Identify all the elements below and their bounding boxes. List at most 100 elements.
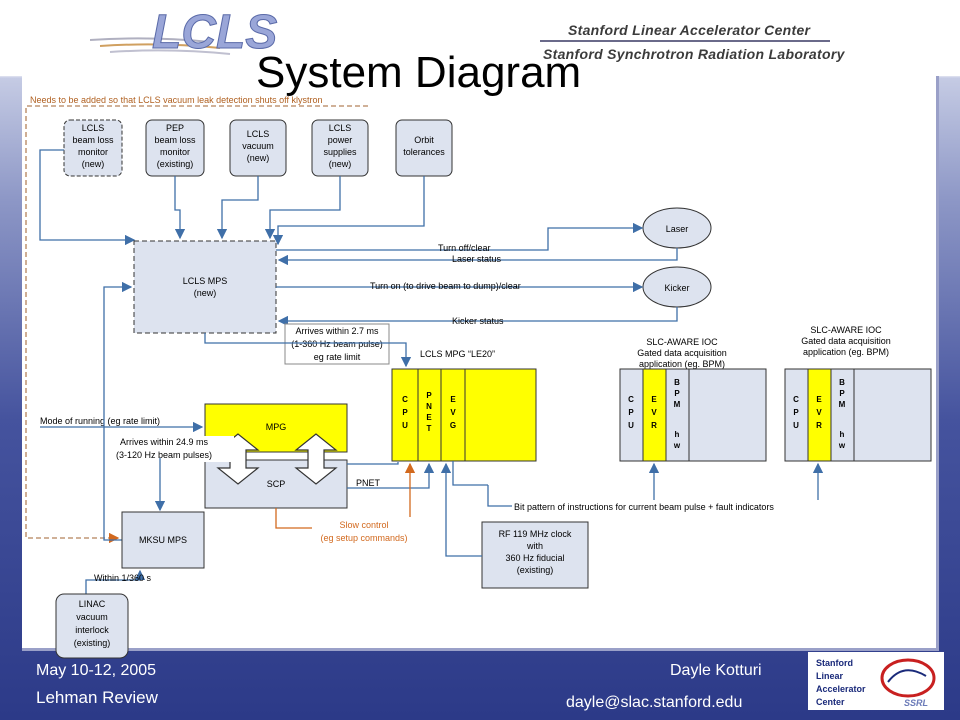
turn-on-label: Turn on (to drive beam to dump)/clear — [370, 281, 521, 291]
box-vac-l1: LCLS — [247, 129, 270, 139]
ioc1-crate: C P U E V R B P M h w — [619, 368, 767, 462]
scp-box: SCP — [204, 459, 348, 509]
le20-cpu-3: U — [402, 421, 408, 430]
mpg-label: MPG — [266, 422, 287, 432]
ioc1-h1: SLC-AWARE IOC — [646, 337, 718, 347]
ioc1-bpm-6: w — [673, 441, 681, 450]
rf-clock-box: RF 119 MHz clock with 360 Hz fiducial (e… — [481, 521, 589, 589]
header-rule — [540, 40, 830, 42]
box-pwr-l4: (new) — [329, 159, 352, 169]
laser-node: Laser — [642, 207, 712, 249]
ioc2-cpu-2: P — [793, 408, 799, 417]
vacuum-note: Needs to be added so that LCLS vacuum le… — [30, 95, 323, 105]
ioc2-evr-1: E — [816, 395, 822, 404]
rf-l3: 360 Hz fiducial — [505, 553, 564, 563]
ioc2-h3: application (eg. BPM) — [803, 347, 889, 357]
mode-running-label: Mode of running (eg rate limit) — [40, 416, 160, 426]
slow-control-box: Slow control (eg setup commands) — [312, 517, 416, 545]
ioc1-evr-2: V — [651, 408, 657, 417]
le20-pnet-2: N — [426, 402, 432, 411]
box-pwr-l2: power — [328, 135, 353, 145]
ioc2-cpu-1: C — [793, 395, 799, 404]
arr27-l3: eg rate limit — [314, 352, 361, 362]
mksu-to-mps-arrow — [103, 281, 133, 541]
arr249-l1: Arrives within 24.9 ms — [120, 437, 209, 447]
ioc2-evr-3: R — [816, 421, 822, 430]
box-pep-beam-loss-monitor: PEP beam loss monitor (existing) — [145, 119, 205, 177]
box-lcls-power-supplies: LCLS power supplies (new) — [311, 119, 369, 177]
ioc1-bpm-1: B — [674, 378, 680, 387]
mpg-le20-crate: C P U P N E T E V G — [391, 368, 537, 462]
ioc2-h1: SLC-AWARE IOC — [810, 325, 882, 335]
box-pep-l1: PEP — [166, 123, 184, 133]
le20-pnet-4: T — [427, 424, 432, 433]
ioc1-cpu-3: U — [628, 421, 634, 430]
le20-evg-2: V — [450, 408, 456, 417]
logo-stripes — [90, 37, 231, 55]
turn-off-label: Turn off/clear — [438, 243, 491, 253]
ioc2-bpm-5: h — [840, 430, 845, 439]
arr27-l2: (1-360 Hz beam pulse) — [291, 339, 383, 349]
page-title: System Diagram — [256, 48, 582, 97]
arr27-l1: Arrives within 2.7 ms — [295, 326, 379, 336]
ioc1-cpu-2: P — [628, 408, 634, 417]
rf-to-evg-arrow — [440, 462, 482, 557]
ssrl-tag: SSRL — [904, 698, 928, 708]
lab-name-2: Stanford Synchrotron Radiation Laborator… — [543, 46, 845, 62]
ioc2-bpm-3: M — [839, 400, 846, 409]
box-lcls-vacuum: LCLS vacuum (new) — [229, 119, 287, 177]
lab-name-1: Stanford Linear Accelerator Center — [568, 22, 811, 38]
ioc2-bpm-6: w — [838, 441, 846, 450]
linac-l1: LINAC — [79, 599, 106, 609]
ioc1-bpm-2: P — [674, 389, 680, 398]
le20-evg-1: E — [450, 395, 456, 404]
ioc2-crate: C P U E V R B P M h w — [784, 368, 932, 462]
box-vac-l3: (new) — [247, 153, 270, 163]
mpg-to-le20-arrow — [347, 462, 399, 465]
slow-l1: Slow control — [339, 520, 388, 530]
linac-l4: (existing) — [74, 638, 111, 648]
pnet-label: PNET — [356, 478, 381, 488]
box-orbit-tolerances: Orbit tolerances — [395, 119, 453, 177]
ioc2-evr-2: V — [816, 408, 822, 417]
ioc1-bpm-3: M — [674, 400, 681, 409]
vacuum-note-line — [25, 105, 368, 544]
ioc1-evr-1: E — [651, 395, 657, 404]
ioc1-header: SLC-AWARE IOC Gated data acquisition app… — [637, 337, 727, 369]
rf-l4: (existing) — [517, 565, 554, 575]
linac-l2: vacuum — [76, 612, 108, 622]
arrives-27ms-box: Arrives within 2.7 ms (1-360 Hz beam pul… — [284, 323, 390, 365]
bit-pattern-label: Bit pattern of instructions for current … — [514, 502, 774, 512]
linac-vacuum-box: LINAC vacuum interlock (existing) — [55, 593, 129, 659]
box-orbit-l2: tolerances — [403, 147, 445, 157]
le20-cpu-2: P — [402, 408, 408, 417]
ioc1-cpu-1: C — [628, 395, 634, 404]
kicker-label: Kicker — [664, 283, 689, 293]
mksu-mps-box: MKSU MPS — [121, 511, 205, 569]
input-arrows — [39, 149, 425, 246]
mps-laser-kicker-links — [276, 222, 678, 327]
box-lcls-blm-l4: (new) — [82, 159, 105, 169]
mps-to-mpg-arrow — [204, 333, 412, 368]
box-pep-l2: beam loss — [154, 135, 196, 145]
ioc2-cpu-3: U — [793, 421, 799, 430]
slac-logo-l3: Accelerator — [816, 684, 866, 694]
footer-email: dayle@slac.stanford.edu — [566, 694, 743, 711]
box-pep-l4: (existing) — [157, 159, 194, 169]
evg-out-line — [452, 461, 488, 486]
box-pwr-l3: supplies — [323, 147, 357, 157]
box-orbit-l1: Orbit — [414, 135, 434, 145]
laser-status-label: Laser status — [452, 254, 502, 264]
ioc2-header: SLC-AWARE IOC Gated data acquisition app… — [801, 325, 891, 357]
box-lcls-blm-l2: beam loss — [72, 135, 114, 145]
ioc2-h2: Gated data acquisition — [801, 336, 891, 346]
arrives-249ms-box: Arrives within 24.9 ms (3-120 Hz beam pu… — [110, 436, 234, 462]
ioc1-bpm-5: h — [675, 430, 680, 439]
kicker-status-label: Kicker status — [452, 316, 504, 326]
footer-author: Dayle Kotturi — [670, 662, 762, 679]
slac-logo-l4: Center — [816, 697, 845, 707]
pnet-arrow — [347, 462, 435, 489]
box-lcls-blm-l3: monitor — [78, 147, 108, 157]
laser-label: Laser — [666, 224, 689, 234]
